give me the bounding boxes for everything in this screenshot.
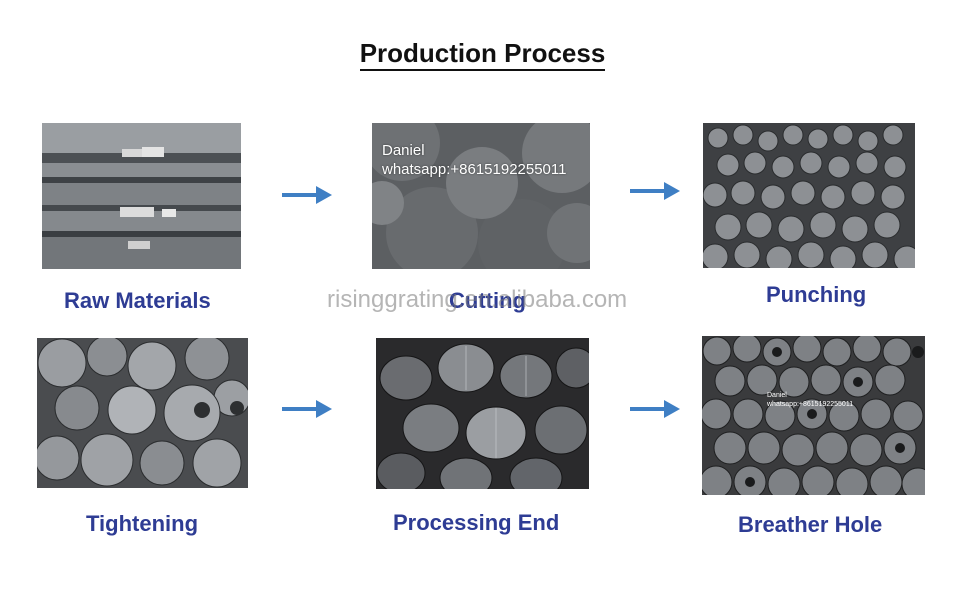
processing-end-photo (376, 338, 589, 489)
contact-name: Daniel (382, 141, 566, 160)
step-label-raw-materials: Raw Materials (64, 288, 211, 314)
contact-whatsapp-small: whatsapp:+8615192255011 (767, 400, 853, 409)
tightening-photo (37, 338, 248, 488)
arrow-right-icon (280, 184, 334, 206)
step-label-punching: Punching (766, 282, 866, 308)
title-text: Production Process (360, 38, 606, 71)
contact-name-small: Daniel (767, 391, 853, 400)
contact-overlay: Daniel whatsapp:+8615192255011 (382, 141, 566, 179)
step-label-breather-hole: Breather Hole (738, 512, 882, 538)
watermark-text: risinggrating.en.alibaba.com (327, 286, 627, 314)
punching-photo (703, 123, 915, 268)
arrow-right-icon (280, 398, 334, 420)
diagram-title: Production Process (0, 38, 965, 69)
raw-materials-photo (42, 123, 241, 269)
arrow-right-icon (628, 180, 682, 202)
contact-overlay-small: Daniel whatsapp:+8615192255011 (767, 391, 853, 409)
step-label-tightening: Tightening (86, 511, 198, 537)
breather-hole-photo (702, 336, 925, 495)
step-label-processing-end: Processing End (393, 510, 559, 536)
arrow-right-icon (628, 398, 682, 420)
contact-whatsapp: whatsapp:+8615192255011 (382, 160, 566, 179)
